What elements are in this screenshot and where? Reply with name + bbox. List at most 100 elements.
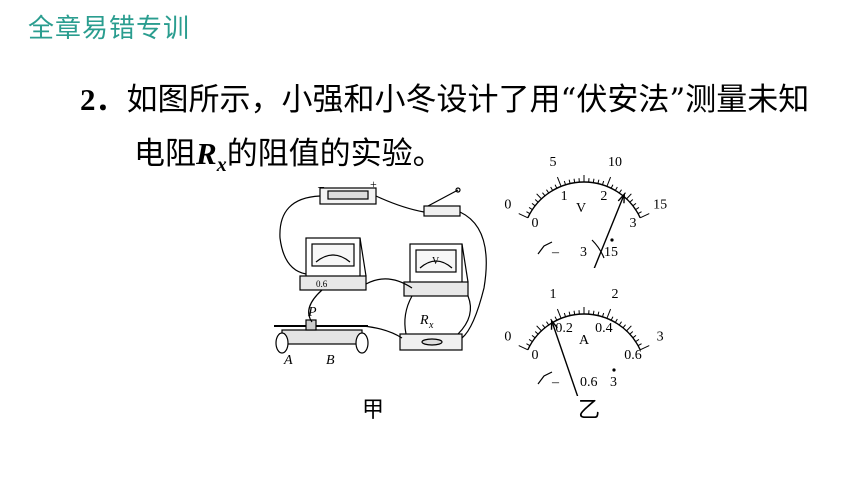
rheostat-end-b: B — [326, 353, 335, 368]
ammeter-lower-tick-label: 0 — [532, 348, 539, 363]
ammeter-scale-tick — [568, 311, 571, 316]
ammeter-upper-tick-label: 0 — [504, 330, 511, 345]
voltmeter-scale-tick — [536, 193, 542, 200]
ammeter-scale-tick — [635, 338, 640, 343]
ammeter-upper-tick-label: 2 — [612, 287, 619, 302]
slider-label-p: P — [307, 305, 317, 320]
rx-label-sub: x — [428, 320, 434, 331]
voltmeter-device — [403, 243, 469, 297]
voltmeter-scale-tick — [542, 192, 546, 197]
ammeter-scale-tick — [563, 312, 567, 317]
voltmeter-wire — [591, 239, 605, 259]
ammeter-scale-tick — [610, 316, 614, 321]
ammeter-upper-tick-label: 3 — [657, 330, 664, 345]
ammeter-scale-tick — [554, 316, 558, 321]
voltmeter-upper-tick-label: 15 — [653, 198, 667, 213]
voltmeter-terminal-dot — [610, 238, 614, 242]
ammeter-scale-tick — [637, 343, 642, 347]
ammeter-device — [299, 237, 367, 291]
voltmeter-scale-tick — [629, 199, 634, 203]
ammeter-scale-tick — [626, 325, 632, 332]
ammeter-dial: A – 0.6 3 0 1 2 3 0 0.2 0.4 0.6 — [504, 287, 664, 396]
voltmeter-terminal-minus: – — [551, 245, 560, 260]
question-text-line-1: 如图所示，小强和小冬设计了用“伏安法”测量未知 — [126, 82, 810, 118]
voltmeter-symbol-label: V — [432, 256, 440, 267]
ammeter-terminal-dot — [612, 368, 616, 372]
voltmeter-needle-head — [617, 192, 626, 204]
voltmeter-scale-tick — [618, 189, 622, 194]
voltmeter-upper-tick-label: 5 — [549, 155, 556, 170]
voltmeter-scale-arc — [527, 181, 641, 219]
voltmeter-scale-tick — [614, 186, 618, 191]
rheostat — [274, 319, 369, 354]
ammeter-scale-tick — [618, 321, 622, 326]
question-text-prefix: 电阻 — [134, 136, 196, 172]
ammeter-scale-tick — [629, 331, 634, 335]
voltmeter-scale-tick — [606, 176, 612, 187]
ammeter-scale-tick — [639, 345, 650, 351]
voltmeter-scale-tick — [592, 178, 595, 183]
ammeter-scale-tick — [592, 310, 595, 315]
battery-minus-label: – — [317, 179, 325, 193]
voltmeter-terminal-hook — [537, 241, 553, 255]
voltmeter-lower-tick-label: 1 — [561, 189, 568, 204]
ammeter-scale-tick — [556, 308, 562, 319]
voltmeter-needle — [593, 193, 625, 268]
question-line-2: 电阻Rx的阻值的实验。 — [134, 128, 444, 177]
voltmeter-scale-tick — [550, 186, 554, 191]
voltmeter-scale-tick — [626, 193, 632, 200]
voltmeter-upper-tick-label: 10 — [608, 155, 622, 170]
battery-plus-label: + — [370, 178, 377, 191]
ammeter-scale-tick — [614, 318, 618, 323]
voltmeter-scale-tick — [526, 211, 531, 215]
voltmeter-scale-tick — [554, 184, 558, 189]
voltmeter-scale-tick — [610, 184, 614, 189]
circuit-figure: – + V 0.6 P R x A B — [274, 178, 487, 368]
voltmeter-scale-tick — [601, 180, 605, 185]
voltmeter-scale-tick — [632, 202, 637, 207]
ammeter-scale-tick — [573, 310, 576, 315]
voltmeter-scale-tick — [531, 202, 536, 207]
ammeter-scale-tick — [536, 325, 542, 332]
section-header: 全章易错专训 — [28, 14, 191, 44]
voltmeter-lower-tick-label: 0 — [532, 216, 539, 231]
ammeter-scale-tick — [542, 324, 546, 329]
voltmeter-terminal-3: 3 — [580, 245, 587, 260]
ammeter-lower-tick-label: 0.2 — [555, 321, 573, 336]
rx-symbol: Rx — [196, 136, 227, 177]
voltmeter-scale-tick — [597, 179, 600, 184]
ammeter-scale-tick — [597, 311, 600, 316]
ammeter-upper-tick-label: 1 — [549, 287, 556, 302]
ammeter-scale-tick — [632, 334, 637, 339]
ammeter-scale-tick — [518, 345, 529, 351]
voltmeter-scale-tick — [573, 178, 576, 183]
ammeter-terminal-minus: – — [551, 375, 560, 390]
voltmeter-scale-tick — [528, 206, 533, 211]
ammeter-scale-tick — [526, 343, 531, 347]
voltmeter-lower-tick-label: 3 — [629, 216, 636, 231]
voltmeter-scale-tick — [534, 199, 539, 203]
voltmeter-scale-tick — [637, 211, 642, 215]
voltmeter-scale-tick — [635, 206, 640, 211]
ammeter-lower-tick-label: 0.4 — [595, 321, 613, 336]
ammeter-terminal-0-6: 0.6 — [580, 375, 598, 390]
voltmeter-terminal-15: 15 — [604, 245, 618, 260]
voltmeter-unit-label: V — [576, 201, 586, 216]
rx-label-main: R — [419, 313, 429, 328]
ammeter-scale-arc — [527, 313, 641, 351]
ammeter-lower-tick-label: 0.6 — [624, 348, 642, 363]
ammeter-scale-tick — [601, 312, 605, 317]
voltmeter-lower-tick-label: 2 — [600, 189, 607, 204]
figure-caption-jia: 甲 — [362, 398, 385, 423]
ammeter-scale-tick — [534, 331, 539, 335]
ammeter-scale-tick — [528, 338, 533, 343]
ammeter-scale-tick — [546, 321, 550, 326]
ammeter-needle-head — [550, 318, 558, 330]
voltmeter-scale-tick — [563, 180, 567, 185]
voltmeter-scale-tick — [546, 189, 550, 194]
question-number: 2． — [80, 82, 127, 117]
ammeter-terminal-3: 3 — [610, 375, 617, 390]
ammeter-unit-label: A — [579, 333, 590, 348]
voltmeter-scale-tick — [568, 179, 571, 184]
